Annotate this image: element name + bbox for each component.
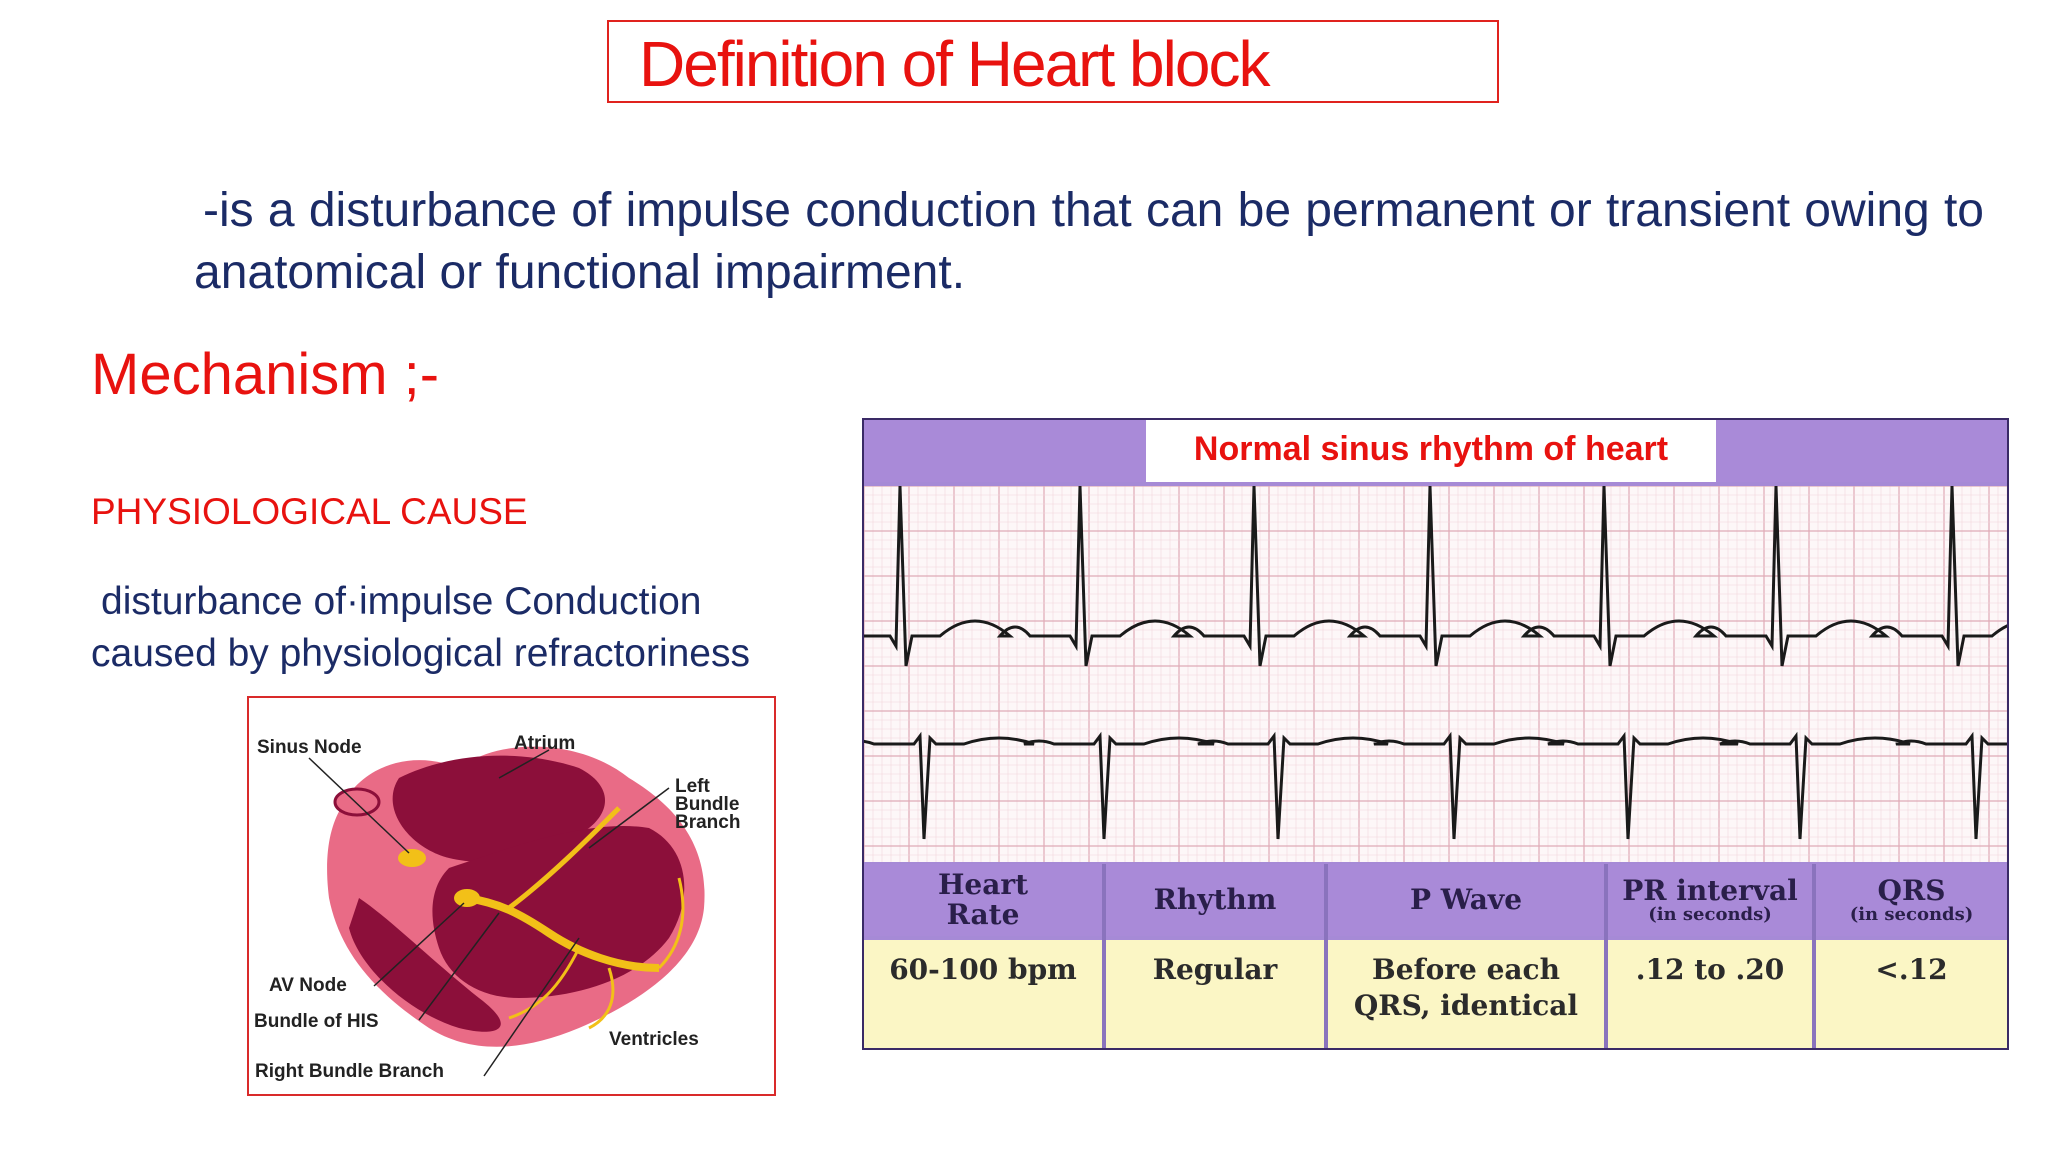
label-sinus-node: Sinus Node [257, 737, 362, 758]
label-av-node: AV Node [269, 975, 347, 996]
heart-ventricle-upper [432, 826, 685, 998]
ecg-trace-lead-1 [864, 486, 2007, 667]
header-p-wave: P Wave [1409, 883, 1523, 916]
header-pr-interval: PR interval [1622, 874, 1798, 907]
ecg-col-separator [1604, 864, 1608, 1048]
ecg-strip [864, 486, 2007, 862]
slide-title-box: Definition of Heart block [607, 20, 1499, 103]
p-wave-line-2: QRS, identical [1353, 989, 1579, 1022]
ecg-value-pr-interval: .12 to .20 [1608, 940, 1812, 1048]
mechanism-heading: Mechanism ;- [91, 342, 440, 407]
ecg-value-p-wave: Before each QRS, identical [1328, 940, 1604, 1048]
heart-illustration [308, 746, 705, 1077]
leader-av-node [373, 902, 465, 987]
ecg-trace-lead-2 [864, 731, 2007, 840]
purkinje-fibers-1 [657, 877, 685, 970]
heart-vessel [333, 787, 381, 817]
ecg-header-rhythm: Rhythm [1106, 864, 1324, 936]
slide-title: Definition of Heart block [639, 28, 1270, 100]
sinus-node-shape [398, 849, 426, 867]
leader-left-bundle [588, 787, 670, 849]
purkinje-fibers-2 [588, 967, 615, 1030]
label-left-bundle-line-2: Bundle [675, 794, 740, 815]
header-qrs: QRS [1877, 874, 1946, 907]
ecg-header-p-wave: P Wave [1328, 864, 1604, 936]
heart-ventricle-lower [349, 898, 501, 1032]
label-left-bundle-branch: Left Bundle Branch [675, 776, 741, 833]
bundle-branch-main [466, 894, 660, 972]
ecg-col-separator [1102, 864, 1106, 1048]
label-ventricles: Ventricles [609, 1029, 699, 1050]
physiological-cause-description: disturbance of·impulse Conduction caused… [91, 576, 851, 680]
ecg-col-separator [1812, 864, 1816, 1048]
header-pr-units: (in seconds) [1648, 904, 1772, 925]
ecg-col-heart-rate: Heart Rate 60-100 bpm [864, 864, 1102, 1048]
cause-desc-line-2: caused by physiological refractoriness [91, 632, 751, 675]
label-right-bundle-branch: Right Bundle Branch [255, 1061, 444, 1082]
ecg-header-qrs: QRS (in seconds) [1816, 864, 2007, 936]
ecg-parameter-table: Heart Rate 60-100 bpm Rhythm Regular P W… [864, 864, 2007, 1048]
ecg-title: Normal sinus rhythm of heart [1193, 430, 1669, 468]
label-bundle-of-his: Bundle of HIS [254, 1011, 379, 1032]
purkinje-fibers-3 [508, 947, 581, 1020]
heart-atrium [392, 755, 606, 862]
ecg-header-heart-rate: Heart Rate [864, 864, 1102, 936]
ecg-paper [864, 486, 2007, 862]
ecg-col-rhythm: Rhythm Regular [1106, 864, 1324, 1048]
leader-right-bundle [483, 937, 580, 1077]
ecg-title-box: Normal sinus rhythm of heart [1146, 420, 1716, 482]
ecg-value-rhythm: Regular [1106, 940, 1324, 1048]
ecg-col-pr-interval: PR interval (in seconds) .12 to .20 [1608, 864, 1812, 1048]
header-qrs-units: (in seconds) [1849, 904, 1974, 925]
physiological-cause-heading: PHYSIOLOGICAL CAUSE [91, 491, 528, 532]
header-rhythm: Rhythm [1153, 883, 1277, 916]
ecg-col-separator [1324, 864, 1328, 1048]
ecg-col-qrs: QRS (in seconds) <.12 [1816, 864, 2007, 1048]
label-atrium: Atrium [514, 733, 576, 754]
ecg-value-heart-rate: 60-100 bpm [864, 940, 1102, 1048]
leader-bundle-his [418, 912, 500, 1021]
cause-desc-line-1: disturbance of·impulse Conduction [101, 580, 702, 623]
ecg-header-pr-interval: PR interval (in seconds) [1608, 864, 1812, 936]
header-rate: Rate [946, 898, 1020, 931]
leader-atrium [498, 749, 550, 779]
ecg-value-qrs: <.12 [1816, 940, 2007, 1048]
heart-conduction-diagram: Sinus Node Atrium Left Bundle Branch AV … [247, 696, 776, 1096]
leader-sinus-node [308, 757, 410, 854]
ecg-col-p-wave: P Wave Before each QRS, identical [1328, 864, 1604, 1048]
ecg-gridlines [864, 486, 2007, 862]
bundle-branch-left [507, 806, 621, 910]
label-left-bundle-line-3: Branch [675, 812, 741, 833]
p-wave-line-1: Before each [1372, 953, 1560, 986]
definition-text: -is a disturbance of impulse conduction … [194, 184, 1984, 299]
header-heart: Heart [937, 868, 1029, 901]
label-left-bundle-line-1: Left [675, 776, 710, 797]
ecg-panel: Normal sinus rhythm of heart Heart Rate … [862, 418, 2009, 1050]
